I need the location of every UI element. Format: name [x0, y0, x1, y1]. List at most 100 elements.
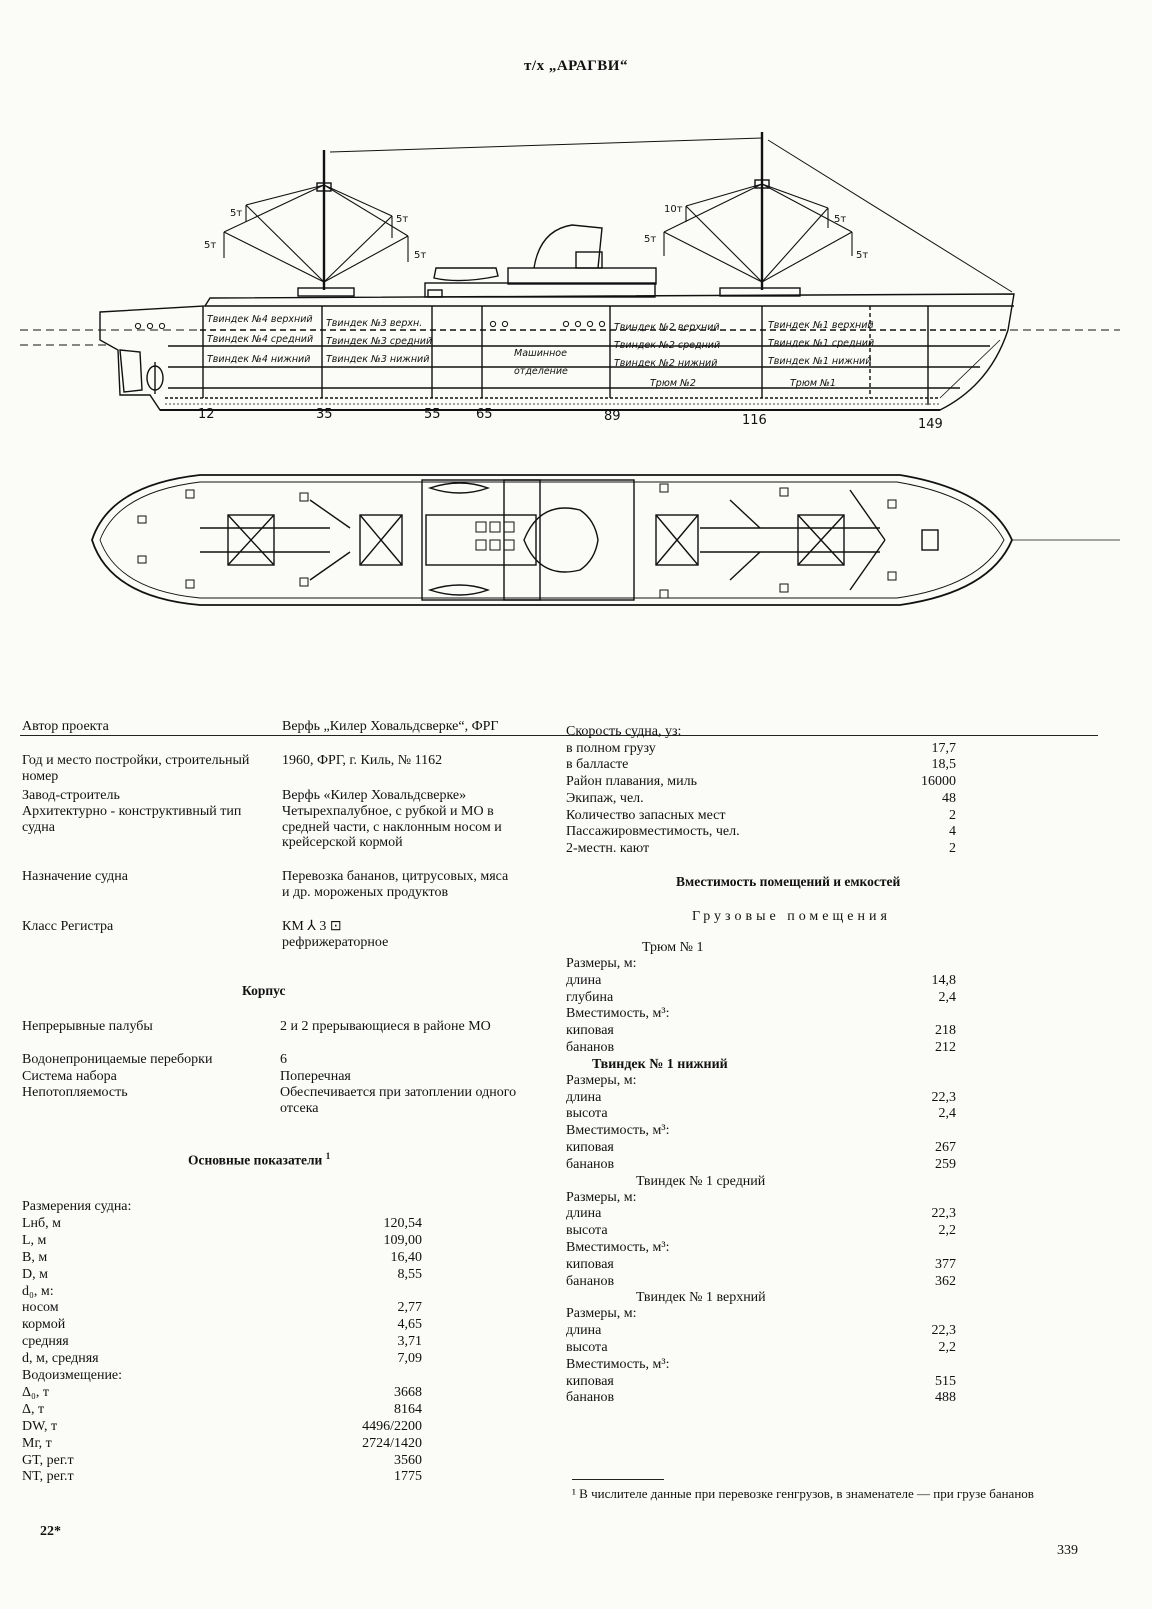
spec-value: 22,3	[931, 1206, 957, 1222]
spec-value: 48	[942, 790, 956, 806]
compartment-label: Твиндек №1 нижний	[768, 356, 871, 367]
compartment-title: Твиндек № 1 средний	[636, 1173, 766, 1189]
spec-label: киповая	[566, 1023, 614, 1039]
spec-label: Δ₀, т	[22, 1384, 50, 1400]
spec-label: D, м	[22, 1266, 48, 1282]
spec-label: Lнб, м	[22, 1215, 62, 1231]
compartment-title: Твиндек № 1 нижний	[592, 1056, 728, 1072]
spec-value: 2	[949, 840, 956, 856]
frame-number: 116	[742, 413, 767, 428]
spec-row: Mг, т 2724/1420	[22, 1436, 442, 1452]
signature-mark: 22*	[40, 1524, 61, 1539]
ship-drawings: 5т 5т 5т 5т 10т 5т 5т 5т Твиндек №4 верх…	[20, 132, 1120, 606]
engine-room-label: отделение	[514, 366, 568, 377]
spec-label: Размеры, м:	[566, 1072, 637, 1088]
spec-row: Вместимость, м³:	[566, 1240, 966, 1256]
section-heading: Основные показатели 1	[188, 1151, 331, 1168]
spec-row: длина 22,3	[566, 1090, 966, 1106]
spec-row: Вместимость, м³:	[566, 1357, 966, 1373]
spec-label: Район плавания, миль	[566, 774, 697, 790]
spec-value: 1775	[394, 1469, 422, 1485]
spec-value: 16000	[921, 774, 956, 790]
spec-value: 17,7	[931, 740, 957, 756]
spec-label: киповая	[566, 1373, 614, 1389]
spec-row: Размерения судна:	[22, 1199, 442, 1215]
spec-label: длина	[566, 1089, 602, 1105]
frame-number: 35	[316, 407, 333, 422]
load-label: 5т	[834, 214, 846, 225]
spec-value: 4	[949, 824, 956, 840]
spec-value: 2724/1420	[362, 1435, 422, 1451]
spec-row: Экипаж, чел.48	[566, 791, 966, 807]
spec-value: 22,3	[931, 1089, 957, 1105]
spec-value: 2,4	[938, 1106, 957, 1122]
spec-value: 16,40	[390, 1249, 423, 1265]
frame-number: 55	[424, 407, 441, 422]
spec-label: Водоизмещение:	[22, 1368, 123, 1383]
spec-label: DW, т	[22, 1418, 58, 1434]
spec-label: Вместимость, м³:	[566, 1123, 670, 1139]
compartment-label: Твиндек №4 средний	[207, 334, 313, 345]
spec-value: 8164	[394, 1401, 422, 1417]
spec-value: 2,2	[938, 1223, 957, 1239]
spec-label: в балласте	[566, 757, 629, 773]
load-label: 10т	[664, 204, 683, 215]
spec-row: d₀, м:	[22, 1284, 442, 1300]
spec-label: носом	[22, 1300, 59, 1316]
spec-value: 212	[935, 1040, 956, 1055]
spec-value: 4,65	[397, 1317, 423, 1333]
compartment-label: Твиндек №3 верхн.	[326, 318, 422, 329]
spec-row: длина 22,3	[566, 1206, 966, 1222]
spec-label: длина	[566, 1323, 602, 1339]
spec-value: 218	[935, 1023, 956, 1039]
spec-value: 259	[935, 1156, 956, 1172]
spec-label: Mг, т	[22, 1435, 52, 1451]
engine-room-label: Машинное	[514, 348, 567, 359]
compartment-label: Твиндек №2 нижний	[614, 358, 717, 369]
spec-label: длина	[566, 1206, 602, 1222]
spec-label: Скорость судна, уз:	[566, 724, 682, 739]
spec-label: d, м, средняя	[22, 1351, 99, 1367]
spec-label: L, м	[22, 1232, 47, 1248]
spec-row: Район плавания, миль 16000	[566, 774, 966, 790]
frame-number: 89	[604, 409, 621, 424]
frame-number: 149	[918, 417, 943, 432]
compartment-title: Твиндек № 1 верхний	[636, 1290, 766, 1306]
load-label: 5т	[396, 214, 408, 225]
spec-label: Количество запасных мест	[566, 807, 726, 823]
spec-row: Размеры, м:	[566, 956, 966, 972]
spec-row: Вместимость, м³:	[566, 1006, 966, 1022]
compartment-label: Твиндек №3 нижний	[326, 354, 429, 365]
spec-value: 7,09	[397, 1351, 423, 1367]
compartment-title: Трюм № 1	[642, 940, 704, 955]
frame-number: 12	[198, 407, 215, 422]
spec-label: высота	[566, 1223, 608, 1239]
spec-label: Пассажировместимость, чел.	[566, 824, 740, 840]
spec-row: Вместимость, м³:	[566, 1123, 966, 1139]
spec-row: Скорость судна, уз:	[566, 724, 966, 740]
spec-label: d₀, м:	[22, 1283, 54, 1299]
spec-value: 4496/2200	[362, 1418, 422, 1434]
compartment-label: Твиндек №1 средний	[768, 338, 874, 349]
spec-label: киповая	[566, 1256, 614, 1272]
spec-label: Вместимость, м³:	[566, 1240, 670, 1255]
